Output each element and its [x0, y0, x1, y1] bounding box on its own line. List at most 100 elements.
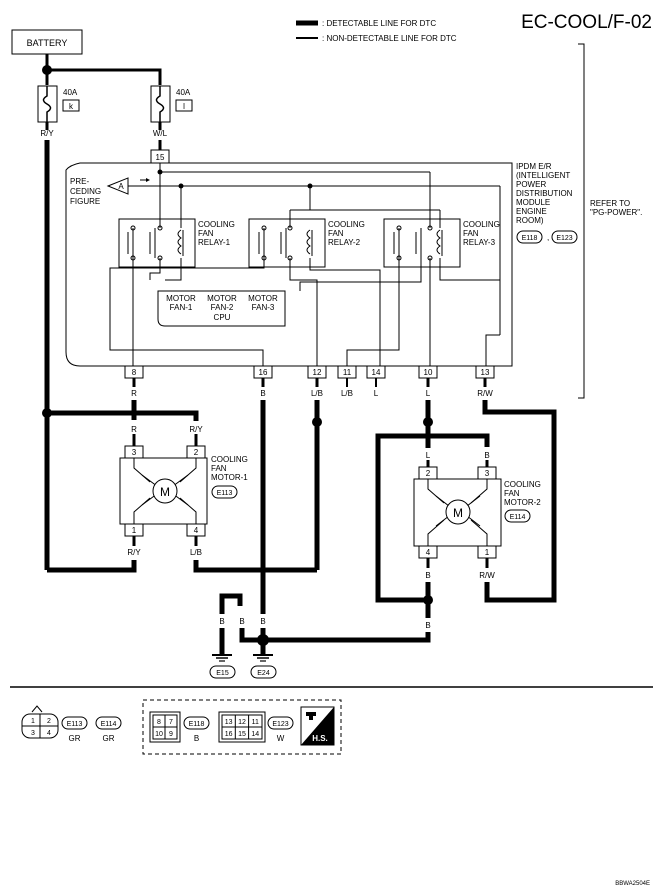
motor2-connector [504, 509, 531, 523]
wire-label-pin14: L [374, 389, 379, 398]
ground-e15-badge [209, 665, 236, 679]
splice-l [423, 417, 433, 427]
svg-text:3: 3 [485, 469, 490, 478]
motor2-name-3: MOTOR-2 [504, 498, 541, 507]
motor2-name-1: COOLING [504, 480, 541, 489]
e114-label: E114 [101, 721, 117, 728]
svg-text:11: 11 [343, 368, 352, 377]
e113-label: E113 [67, 721, 83, 728]
motor1-name-2: FAN [211, 464, 227, 473]
ipdm-pin-14: 14 [366, 365, 386, 379]
ipdm-title-3: POWER [516, 180, 546, 189]
wire-label-pin8: R [131, 389, 137, 398]
motor1-connector-label: E113 [217, 490, 233, 497]
relay-2-line-2: FAN [328, 229, 344, 238]
ipdm-title-2: (INTELLIGENT [516, 171, 570, 180]
connector-15: 15 [150, 149, 170, 164]
e123-badge [267, 716, 294, 730]
svg-text:14: 14 [251, 731, 259, 738]
svg-text:1: 1 [132, 526, 137, 535]
wire-label-pin12: L/B [311, 389, 323, 398]
wire-label-pin16: B [260, 389, 265, 398]
wire-label-m1-pin2: R/Y [189, 425, 203, 434]
refer-to-2: "PG-POWER". [590, 208, 642, 217]
svg-text:E123: E123 [556, 235, 572, 242]
svg-text:13: 13 [481, 368, 490, 377]
svg-text:13: 13 [225, 719, 233, 726]
cooling-fan-relay-2 [248, 218, 326, 268]
cpu-motor-1-a: MOTOR [166, 294, 196, 303]
relay-3-line-3: RELAY-3 [463, 238, 496, 247]
e118-badge [183, 716, 210, 730]
svg-text:,: , [547, 233, 549, 242]
svg-text:12: 12 [313, 368, 322, 377]
e113-color: GR [69, 734, 81, 743]
cpu-box [157, 290, 286, 327]
cpu-motor-3-b: FAN-3 [252, 303, 275, 312]
wire-label-m2-pin2: L [426, 451, 431, 460]
ground-e15-label: E15 [216, 670, 229, 677]
wire-label-pin13: R/W [477, 389, 493, 398]
wire-label-ry-top: R/Y [40, 129, 54, 138]
connector-e118: 8 7 10 9 [149, 711, 181, 743]
wire-label-ground-e24: B [260, 617, 265, 626]
svg-text:14: 14 [372, 368, 381, 377]
svg-text:8: 8 [157, 719, 161, 726]
svg-text:1: 1 [31, 718, 35, 725]
cpu-label: CPU [214, 313, 231, 322]
wire-label-pin11: L/B [341, 389, 353, 398]
svg-text:2: 2 [47, 718, 51, 725]
preceding-1: PRE- [70, 177, 89, 186]
motor1-name-3: MOTOR-1 [211, 473, 248, 482]
wire-label-m2-pin4: B [425, 571, 430, 580]
svg-text:40A: 40A [176, 88, 191, 97]
svg-text:10: 10 [424, 368, 433, 377]
e123-color: W [277, 734, 285, 743]
wire-label-wl: W/L [153, 129, 168, 138]
motor1-name-1: COOLING [211, 455, 248, 464]
svg-text:8: 8 [132, 368, 137, 377]
ipdm-connector-badges: E118 , E123 [516, 230, 578, 244]
wire-label-pin10: L [426, 389, 431, 398]
svg-text:9: 9 [169, 731, 173, 738]
ipdm-pin-10: 10 [418, 365, 438, 379]
relay-3-line-2: FAN [463, 229, 479, 238]
ipdm-pin-13: 13 [475, 365, 495, 379]
wire-label-m2-pin1: R/W [479, 571, 495, 580]
hs-badge-icon: H.S. [300, 706, 335, 746]
ground-symbol-e15 [212, 654, 232, 662]
relay-1-line-1: COOLING [198, 220, 235, 229]
fuse-l: 40A l [150, 85, 193, 123]
motor1-connector [211, 485, 238, 499]
e118-color: B [194, 734, 199, 743]
ground-e24-badge [250, 665, 277, 679]
ipdm-pin-11: 11 [337, 365, 357, 379]
preceding-tag: A [118, 182, 124, 191]
svg-text:4: 4 [194, 526, 199, 535]
page-id: EC-COOL/F-02 [521, 12, 652, 33]
wire-label-m1-pin3: R [131, 425, 137, 434]
svg-text:16: 16 [225, 731, 233, 738]
svg-text:16: 16 [259, 368, 268, 377]
svg-text:10: 10 [155, 731, 163, 738]
svg-text:E118: E118 [522, 235, 538, 242]
ground-e24-label: E24 [257, 670, 270, 677]
ipdm-pin-16: 16 [253, 365, 273, 379]
preceding-3: FIGURE [70, 197, 100, 206]
wire-label-m2-ground: B [425, 621, 430, 630]
relay-2-line-3: RELAY-2 [328, 238, 361, 247]
svg-text:12: 12 [238, 719, 246, 726]
legend-non-detectable: : NON-DETECTABLE LINE FOR DTC [322, 34, 457, 43]
cpu-motor-2-a: MOTOR [207, 294, 237, 303]
splice-b-m2 [423, 595, 433, 605]
svg-text:M: M [453, 506, 463, 520]
svg-text:4: 4 [47, 730, 51, 737]
refer-bracket [578, 43, 585, 399]
wire-label-m2-pin3: B [484, 451, 489, 460]
ipdm-pin-12: 12 [307, 365, 327, 379]
svg-text:2: 2 [426, 469, 431, 478]
ipdm-pin-8: 8 [124, 365, 144, 379]
relay-1-line-2: FAN [198, 229, 214, 238]
svg-text:7: 7 [169, 719, 173, 726]
motor2-name-2: FAN [504, 489, 520, 498]
